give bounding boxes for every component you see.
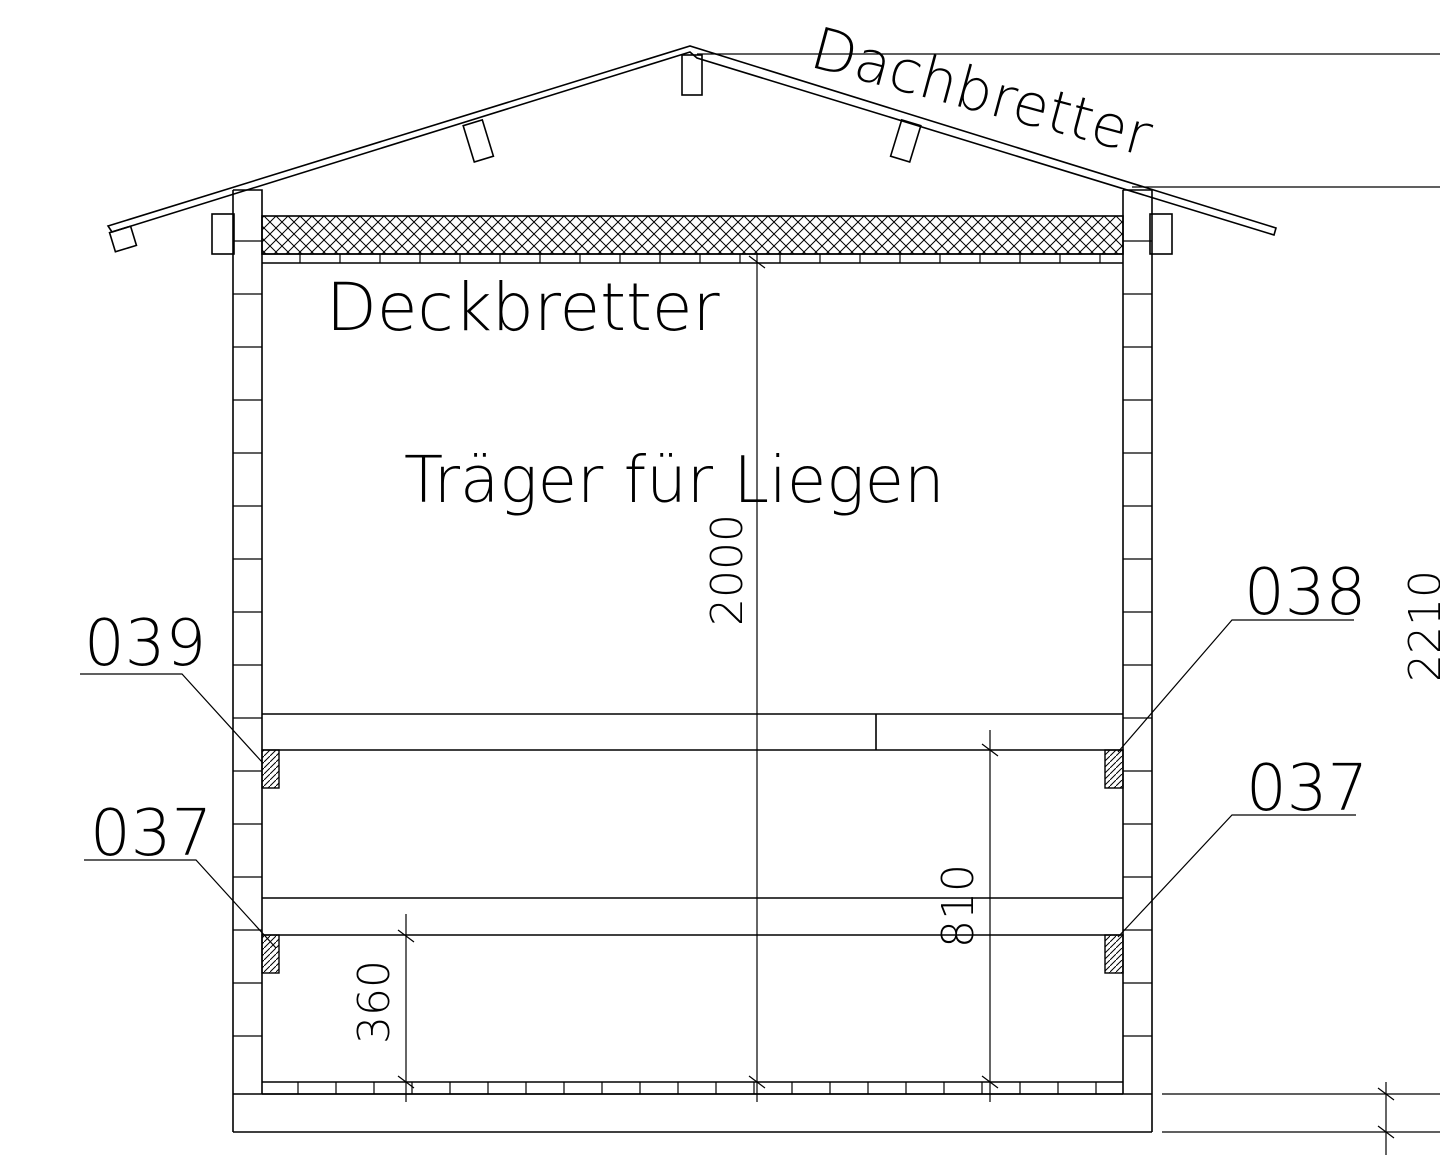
ceiling: Deckbretter bbox=[261, 215, 1124, 346]
position-callouts: 039 037 038 037 bbox=[80, 556, 1368, 949]
pos-037-left-label: 037 bbox=[90, 797, 212, 871]
dim-2210: 2210 bbox=[1400, 570, 1440, 682]
pos-037-right-label: 037 bbox=[1246, 752, 1368, 826]
deckbretter-label: Deckbretter bbox=[326, 269, 720, 346]
dachbretter-label: Dachbretter bbox=[804, 14, 1159, 170]
dim-2000: 2000 bbox=[702, 514, 753, 626]
dimensions: 2000 810 360 2210 bbox=[349, 254, 1440, 1155]
benches: Träger für Liegen bbox=[261, 444, 1124, 974]
dim-810: 810 bbox=[933, 864, 984, 948]
dim-360: 360 bbox=[349, 960, 400, 1044]
floor bbox=[233, 1081, 1152, 1133]
pos-039-label: 039 bbox=[84, 607, 206, 681]
traeger-label: Träger für Liegen bbox=[404, 444, 945, 518]
pos-038-label: 038 bbox=[1244, 556, 1366, 630]
